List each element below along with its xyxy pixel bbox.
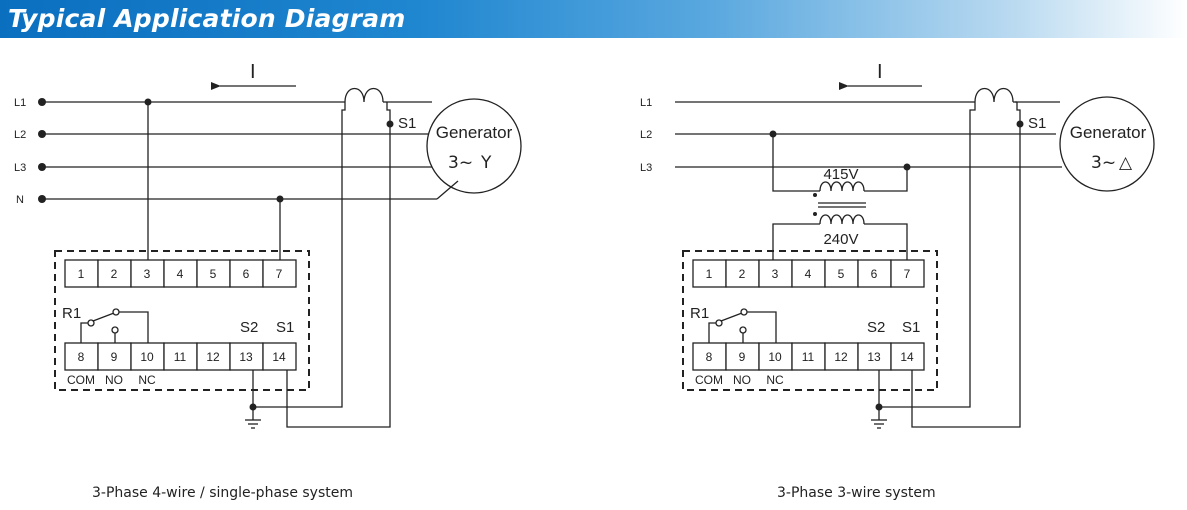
left-terminal-dot xyxy=(38,163,46,171)
terminal-label: 4 xyxy=(177,267,184,281)
left-terminal-dot xyxy=(38,195,46,203)
right-s2-label: S2 xyxy=(867,319,885,336)
terminal-label: 12 xyxy=(206,350,220,364)
left-terminal-strip-bottom: 8 9 10 11 12 13 14 xyxy=(64,342,297,371)
right-contact-no: NO xyxy=(733,373,751,387)
terminal-label: 7 xyxy=(904,267,911,281)
terminal-label: 11 xyxy=(802,350,815,364)
left-line-label-n: N xyxy=(16,194,24,206)
terminal-label: 9 xyxy=(111,350,118,364)
left-line-label-l3: L3 xyxy=(14,162,26,174)
terminal-label: 5 xyxy=(838,267,845,281)
right-caption: 3-Phase 3-wire system xyxy=(777,485,936,501)
page-title: Typical Application Diagram xyxy=(8,4,406,33)
terminal-label: 2 xyxy=(111,267,118,281)
right-s1-label: S1 xyxy=(902,319,920,336)
right-generator-name: Generator xyxy=(1070,123,1147,142)
right-generator-wiring: △ xyxy=(1119,153,1133,173)
terminal-label: 14 xyxy=(272,350,286,364)
left-caption: 3-Phase 4-wire / single-phase system xyxy=(92,485,353,501)
right-xfmr-primary-wire-b xyxy=(864,167,908,192)
right-generator-symbol: 3~ xyxy=(1091,153,1116,173)
right-ct-s1-wire xyxy=(911,102,1021,428)
right-xfmr-primary-coil xyxy=(819,181,865,192)
right-line-label-l2: L2 xyxy=(640,129,652,141)
left-ct-s2-wire xyxy=(253,102,346,408)
left-relay-com-wire xyxy=(80,322,88,343)
right-diagram: L1 L2 L3 I S1 Generator 3~ △ 415V 240V xyxy=(640,61,1155,429)
terminal-label: 5 xyxy=(210,267,217,281)
left-n-to-generator xyxy=(436,180,459,200)
terminal-label: 10 xyxy=(768,350,782,364)
left-s1-label: S1 xyxy=(276,319,294,336)
terminal-label: 1 xyxy=(78,267,85,281)
terminal-label: 8 xyxy=(78,350,85,364)
terminal-label: 6 xyxy=(243,267,250,281)
right-xfmr-primary-wire-a xyxy=(772,134,820,192)
right-xfmr-primary-label: 415V xyxy=(823,166,858,183)
left-generator-symbol: 3~ xyxy=(448,153,473,173)
right-ct-s1-label: S1 xyxy=(1028,115,1046,132)
left-contact-nc: NC xyxy=(138,373,156,387)
terminal-label: 3 xyxy=(144,267,151,281)
terminal-label: 7 xyxy=(276,267,283,281)
terminal-label: 2 xyxy=(739,267,746,281)
terminal-label: 8 xyxy=(706,350,713,364)
right-relay-nc-wire xyxy=(747,311,777,343)
left-ct-coil xyxy=(344,87,384,103)
left-terminal-strip-top: 1 2 3 4 5 6 7 xyxy=(64,259,297,288)
right-xfmr-secondary-wire-b xyxy=(864,223,908,260)
terminal-label: 11 xyxy=(174,350,187,364)
right-meter-enclosure xyxy=(682,250,938,391)
left-line-label-l2: L2 xyxy=(14,129,26,141)
right-terminal-strip-top: 1 2 3 4 5 6 7 xyxy=(692,259,925,288)
right-line-label-l3: L3 xyxy=(640,162,652,174)
right-contact-nc: NC xyxy=(766,373,784,387)
terminal-label: 13 xyxy=(867,350,881,364)
right-ct-s2-wire xyxy=(879,102,976,408)
right-line-label-l1: L1 xyxy=(640,97,652,109)
right-xfmr-secondary-wire-a xyxy=(772,223,820,260)
terminal-label: 1 xyxy=(706,267,713,281)
left-ct-s1-wire xyxy=(286,102,391,428)
left-meter-enclosure xyxy=(54,250,310,391)
right-generator xyxy=(1059,96,1155,192)
left-generator-name: Generator xyxy=(436,123,513,142)
terminal-label: 13 xyxy=(239,350,253,364)
terminal-label: 6 xyxy=(871,267,878,281)
left-contact-no: NO xyxy=(105,373,123,387)
right-ground-icon xyxy=(871,419,887,429)
left-generator xyxy=(426,98,522,194)
left-diagram: L1 L2 L3 N I S1 Generator 3~ Y xyxy=(14,61,522,429)
right-xfmr-secondary-coil xyxy=(819,214,865,225)
left-current-label: I xyxy=(250,61,256,83)
right-relay-label: R1 xyxy=(690,305,709,322)
left-s2-label: S2 xyxy=(240,319,258,336)
right-relay-com-wire xyxy=(708,322,716,343)
left-relay-label: R1 xyxy=(62,305,81,322)
terminal-label: 3 xyxy=(772,267,779,281)
terminal-label: 10 xyxy=(140,350,154,364)
right-terminal-strip-bottom: 8 9 10 11 12 13 14 xyxy=(692,342,925,371)
right-xfmr-secondary-label: 240V xyxy=(823,231,858,248)
terminal-label: 4 xyxy=(805,267,812,281)
terminal-label: 9 xyxy=(739,350,746,364)
left-relay-blade xyxy=(92,312,115,322)
left-terminal-dot xyxy=(38,98,46,106)
header-banner: Typical Application Diagram xyxy=(0,0,1187,38)
left-generator-wiring: Y xyxy=(480,153,492,173)
left-ct-s1-label: S1 xyxy=(398,115,416,132)
left-contact-com: COM xyxy=(67,373,95,387)
left-terminal-dot xyxy=(38,130,46,138)
terminal-label: 14 xyxy=(900,350,914,364)
right-current-label: I xyxy=(877,61,883,83)
right-relay-blade xyxy=(720,312,743,322)
left-ground-icon xyxy=(245,419,261,429)
right-contact-com: COM xyxy=(695,373,723,387)
left-line-label-l1: L1 xyxy=(14,97,26,109)
left-relay-nc-wire xyxy=(119,311,149,343)
right-ct-coil xyxy=(974,87,1014,103)
terminal-label: 12 xyxy=(834,350,848,364)
